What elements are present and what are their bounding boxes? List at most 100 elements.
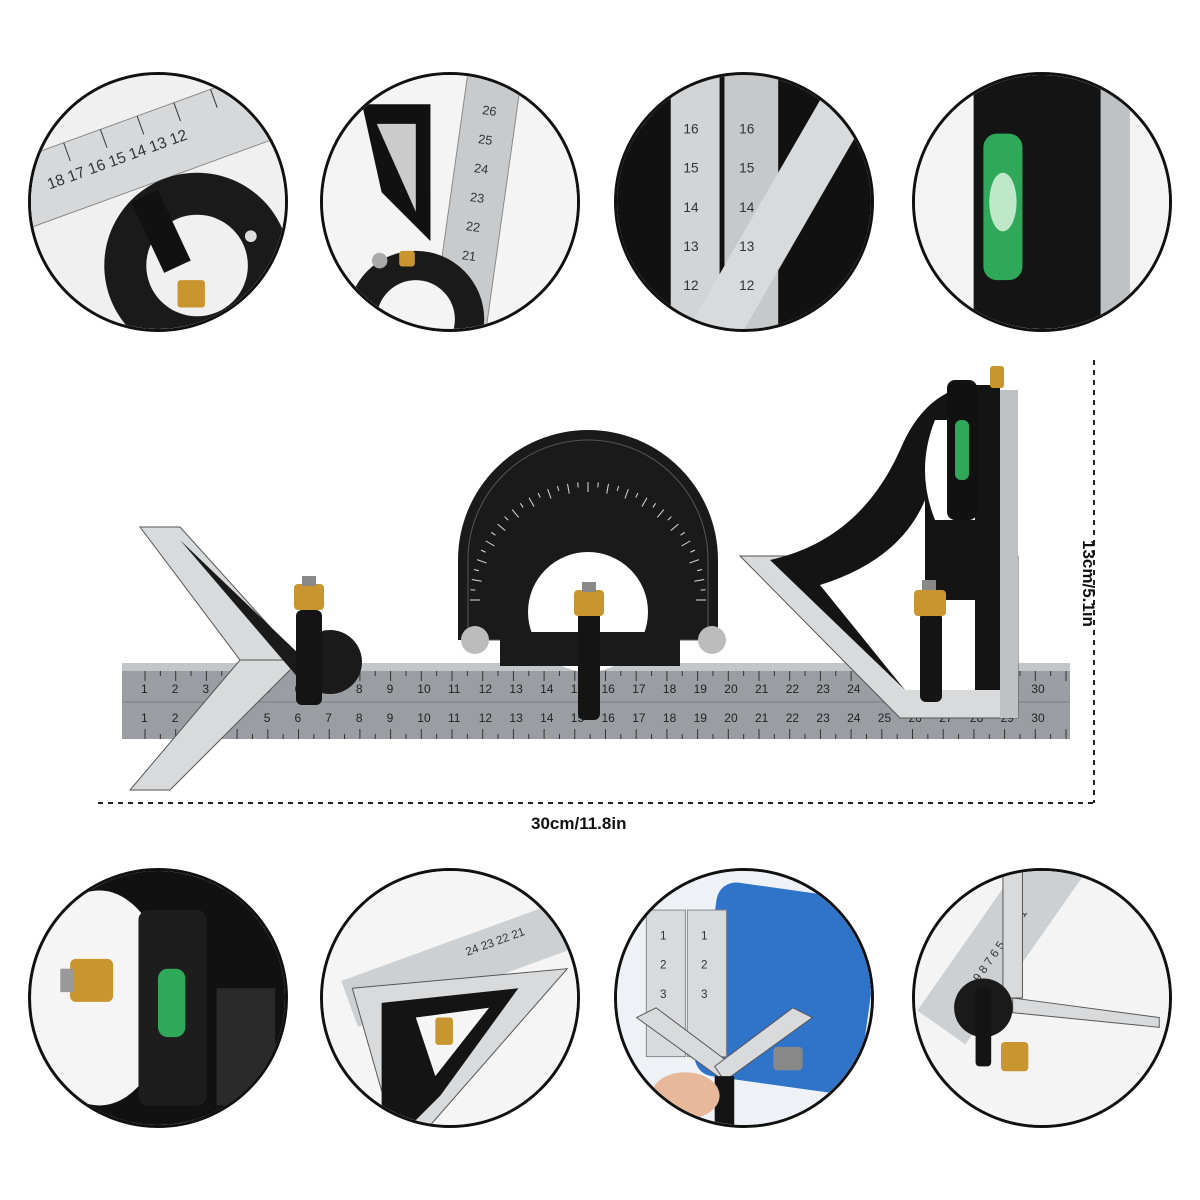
- protractor-tick: [690, 549, 696, 553]
- protractor-tick: [547, 488, 552, 499]
- rule-bottom-label: 6: [295, 711, 302, 725]
- protractor-tick: [476, 559, 487, 564]
- protractor-tick: [567, 483, 570, 494]
- svg-text:23: 23: [469, 190, 485, 206]
- svg-text:12: 12: [683, 278, 698, 293]
- rule-top-label: 19: [694, 682, 708, 696]
- svg-text:15: 15: [739, 161, 755, 176]
- protractor-tick: [528, 497, 535, 507]
- svg-text:1: 1: [701, 929, 708, 942]
- protractor-head: [458, 430, 726, 720]
- rule-top-label: 3: [202, 682, 209, 696]
- svg-text:14: 14: [683, 200, 699, 215]
- rule-bottom-label: 2: [172, 711, 179, 725]
- protractor-tick: [624, 488, 629, 499]
- protractor-tick: [504, 516, 509, 521]
- rule-bottom-label: 14: [540, 711, 554, 725]
- rule-bottom-label: 18: [663, 711, 677, 725]
- rule-top-label: 30: [1031, 682, 1045, 696]
- rule-bottom-label: 17: [632, 711, 646, 725]
- rule-bottom-label: 9: [387, 711, 394, 725]
- protractor-tick: [670, 523, 679, 531]
- protractor-tick: [652, 503, 657, 508]
- protractor-tick: [680, 531, 685, 536]
- svg-text:15: 15: [683, 161, 699, 176]
- protractor-tick: [497, 523, 506, 531]
- rule-top-label: 20: [724, 682, 738, 696]
- width-dimension-label: 30cm/11.8in: [531, 814, 627, 833]
- detail-level-vial-closeup: [28, 868, 288, 1128]
- svg-text:14: 14: [739, 200, 755, 215]
- rule-top-label: 1: [141, 682, 148, 696]
- rule-bottom-label: 22: [786, 711, 800, 725]
- svg-text:13: 13: [683, 239, 698, 254]
- rule-bottom-label: 20: [724, 711, 738, 725]
- svg-text:13: 13: [739, 239, 754, 254]
- protractor-degree-ticks: [470, 482, 706, 601]
- rule-top-label: 16: [602, 682, 616, 696]
- svg-text:2: 2: [660, 959, 667, 972]
- protractor-tick: [635, 492, 639, 498]
- svg-text:1: 1: [660, 929, 667, 942]
- detail-square-head-closeup: 24 23 22 21: [320, 868, 580, 1128]
- svg-text:22: 22: [465, 219, 481, 235]
- height-dimension-label: 13cm/5.1in: [1079, 540, 1098, 627]
- rule-bottom-label: 16: [602, 711, 616, 725]
- rule-bottom-label: 24: [847, 711, 861, 725]
- rule-bottom-label: 23: [816, 711, 830, 725]
- rule-top-label: 24: [847, 682, 861, 696]
- center-head: [128, 526, 362, 791]
- protractor-tick: [519, 503, 524, 508]
- rule-top-label: 12: [479, 682, 493, 696]
- rule-bottom-label: 11: [448, 711, 461, 725]
- rule-top-label: 18: [663, 682, 677, 696]
- detail-spirit-level-closeup: [912, 72, 1172, 332]
- protractor-tick: [511, 509, 519, 518]
- rule-bottom-label: 25: [878, 711, 892, 725]
- rule-top-label: 14: [540, 682, 554, 696]
- protractor-tick: [667, 516, 672, 521]
- protractor-tick: [485, 540, 495, 547]
- protractor-tick: [641, 497, 648, 507]
- protractor-tick: [471, 579, 482, 582]
- svg-text:2: 2: [701, 959, 708, 972]
- rule-top-label: 8: [356, 682, 363, 696]
- rule-top-label: 11: [448, 682, 461, 696]
- rule-top-label: 10: [417, 682, 431, 696]
- rule-bottom-label: 30: [1031, 711, 1045, 725]
- rule-top-label: 13: [509, 682, 523, 696]
- rule-bottom-label: 19: [694, 711, 708, 725]
- rule-bottom-label: 12: [479, 711, 493, 725]
- protractor-tick: [491, 531, 496, 536]
- rule-top-label: 23: [816, 682, 830, 696]
- rule-top-label: 22: [786, 682, 800, 696]
- level-vial-closeup-image: [31, 871, 285, 1125]
- protractor-tick: [537, 492, 541, 498]
- rule-bottom-label: 10: [417, 711, 431, 725]
- protractor-tick: [681, 540, 691, 547]
- protractor-tick: [480, 549, 486, 553]
- rule-bottom-label: 5: [264, 711, 271, 725]
- square-head-closeup-image: 24 23 22 21: [323, 871, 577, 1125]
- svg-text:3: 3: [660, 988, 667, 1001]
- protractor-tick: [689, 559, 700, 564]
- svg-text:25: 25: [477, 132, 493, 148]
- protractor-tick: [697, 568, 703, 572]
- svg-text:12: 12: [739, 278, 754, 293]
- protractor-tick: [616, 485, 620, 491]
- protractor-tick: [694, 579, 705, 582]
- svg-text:3: 3: [701, 988, 708, 1001]
- svg-text:21: 21: [461, 248, 477, 264]
- protractor-tick: [606, 483, 609, 494]
- detail-measuring-bottle-closeup: 1 2 3 1 2 3: [614, 868, 874, 1128]
- rule-bottom-label: 7: [325, 711, 332, 725]
- protractor-tick: [473, 568, 479, 572]
- center-finder-closeup-image: 9 8 7 6 5 4 3 2 1: [915, 871, 1169, 1125]
- rule-bottom-label: 1: [141, 711, 148, 725]
- rule-bottom-label: 8: [356, 711, 363, 725]
